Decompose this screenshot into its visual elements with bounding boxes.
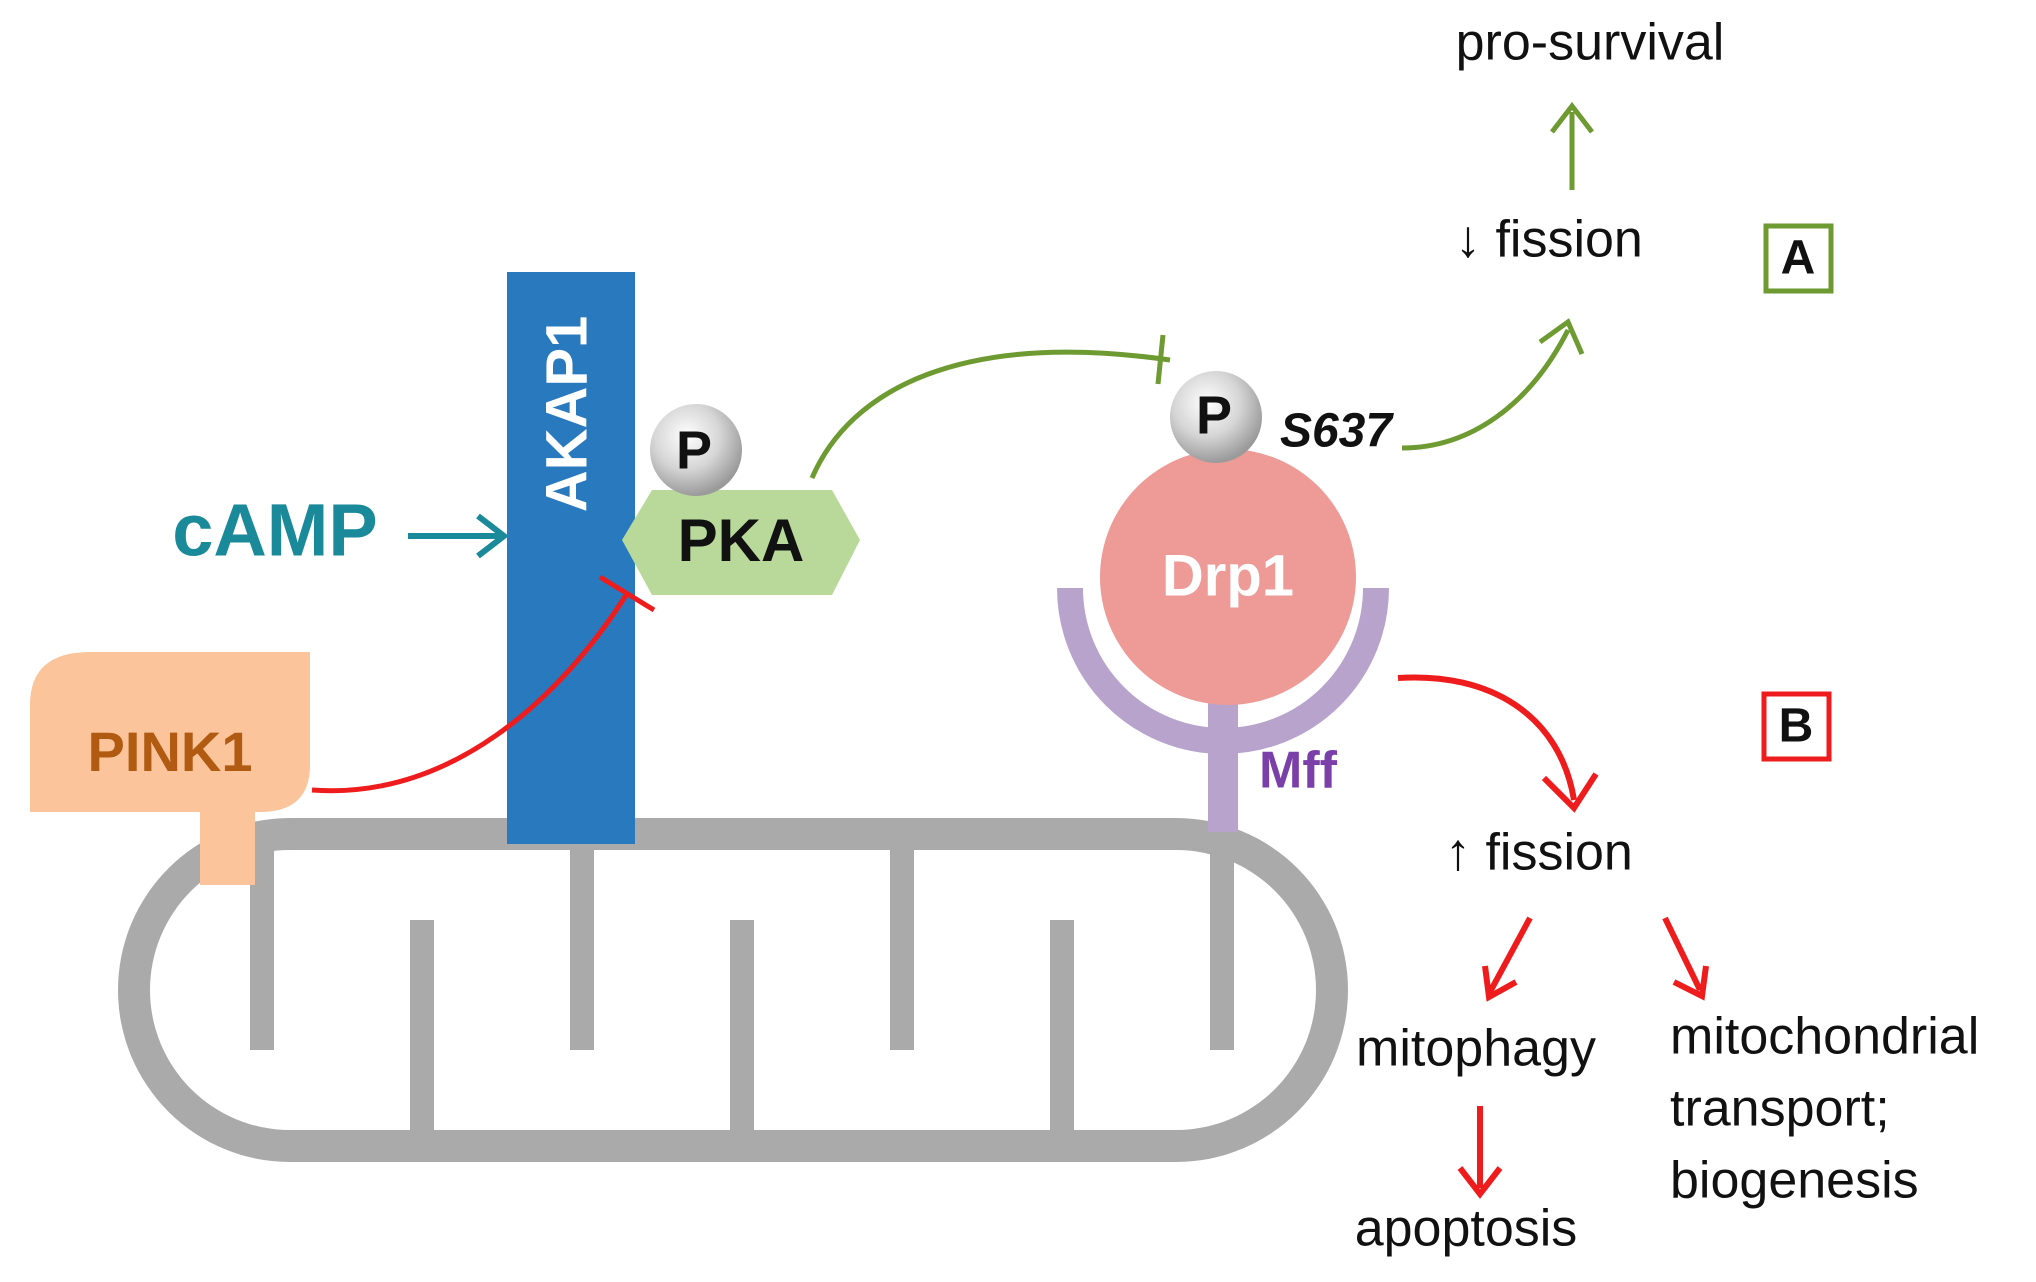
pka-inhibition-line bbox=[809, 334, 1171, 479]
pro-survival-label: pro-survival bbox=[1456, 14, 1725, 72]
apoptosis-label: apoptosis bbox=[1355, 1200, 1578, 1258]
pka-phospho-circle bbox=[650, 404, 742, 496]
crista bbox=[1050, 920, 1074, 1130]
crista bbox=[890, 850, 914, 1050]
fission-down-label: ↓ fission bbox=[1455, 211, 1643, 269]
mitophagy-to-apoptosis-arrow bbox=[1457, 1106, 1503, 1199]
akap1-protein: AKAP1 bbox=[507, 272, 635, 844]
crista bbox=[410, 920, 434, 1130]
mff-cup bbox=[1057, 587, 1389, 754]
drp1-label: Drp1 bbox=[1162, 543, 1294, 608]
box-a-label: A bbox=[1781, 232, 1816, 285]
akap1-bar bbox=[507, 272, 635, 844]
pathway-b: ↑ fission B mitophagy apoptosis mitochon… bbox=[1355, 674, 1979, 1258]
box-a bbox=[1763, 223, 1834, 294]
transport-line2-label: transport; bbox=[1670, 1080, 1890, 1138]
fission-to-transport-arrow bbox=[1662, 916, 1709, 1001]
pink1-inhibition-line bbox=[311, 574, 656, 794]
s637-to-fission-arrow bbox=[1401, 318, 1585, 451]
drp1-circle bbox=[1100, 449, 1356, 705]
pink1-body bbox=[30, 652, 310, 812]
fission-up-label: ↑ fission bbox=[1445, 824, 1633, 882]
crista bbox=[730, 920, 754, 1130]
akap1-label: AKAP1 bbox=[534, 316, 599, 513]
pathway-a: ↓ fission pro-survival A bbox=[1401, 14, 1834, 451]
pka-label: PKA bbox=[678, 507, 805, 574]
drp1-phospho-circle bbox=[1170, 371, 1262, 463]
box-b-label: B bbox=[1779, 700, 1814, 753]
transport-line3-label: biogenesis bbox=[1670, 1152, 1919, 1210]
pka-protein: PKA P bbox=[622, 404, 860, 595]
mitochondrion bbox=[118, 818, 1348, 1162]
drp1-phospho-label: P bbox=[1196, 385, 1232, 445]
s637-label: S637 bbox=[1280, 405, 1394, 458]
camp-label: cAMP bbox=[172, 489, 378, 572]
drp1-complex: Drp1 Mff P S637 bbox=[1057, 371, 1394, 832]
crista bbox=[1210, 850, 1234, 1050]
camp-arrow bbox=[408, 513, 509, 559]
box-b bbox=[1761, 691, 1832, 762]
fission-to-mitophagy-arrow bbox=[1482, 916, 1533, 1002]
drp1-to-fission-arrow bbox=[1397, 674, 1599, 813]
pka-hexagon bbox=[622, 490, 860, 595]
mff-stalk bbox=[1208, 700, 1238, 832]
mitophagy-label: mitophagy bbox=[1356, 1020, 1596, 1078]
transport-line1-label: mitochondrial bbox=[1670, 1008, 1979, 1066]
pink1-label: PINK1 bbox=[88, 720, 253, 783]
pink1-protein: PINK1 bbox=[30, 652, 310, 885]
fission-to-survival-arrow bbox=[1550, 101, 1594, 190]
mff-label: Mff bbox=[1259, 742, 1338, 800]
pka-phospho-label: P bbox=[676, 420, 712, 480]
crista bbox=[570, 850, 594, 1050]
